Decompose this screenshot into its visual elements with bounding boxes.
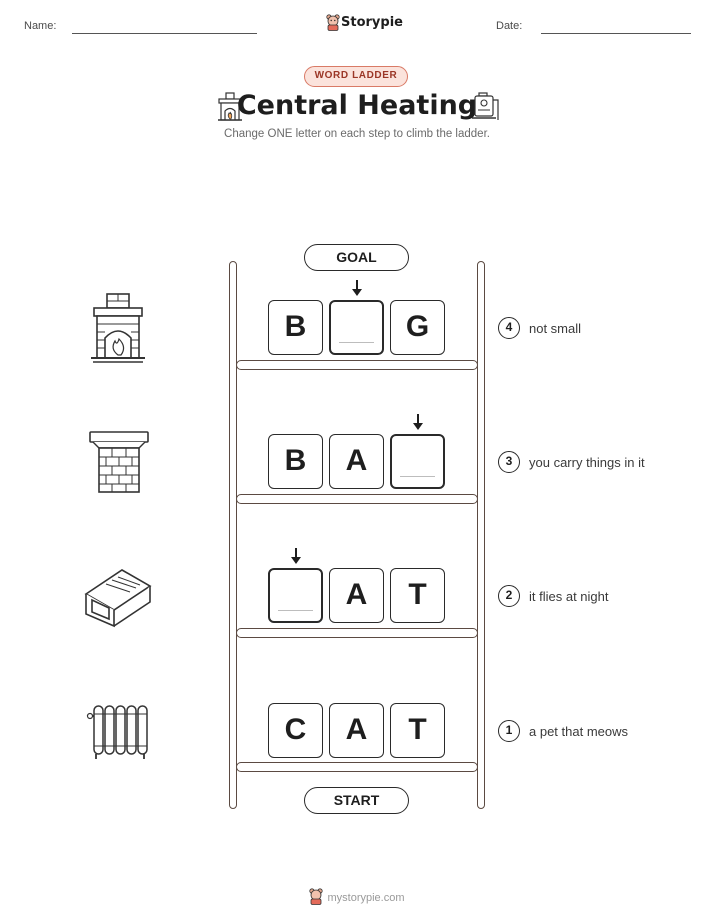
step-number: 3 (498, 451, 520, 473)
letter-tile: G (390, 300, 445, 355)
ladder-rung (236, 494, 478, 504)
arrow-down-icon (352, 280, 362, 296)
ladder-rail-left (229, 261, 237, 809)
goal-label: GOAL (304, 244, 409, 271)
ladder-rail-right (477, 261, 485, 809)
answer-line (400, 476, 435, 477)
step-number: 2 (498, 585, 520, 607)
radiator-icon (86, 705, 148, 759)
ladder-rung (236, 762, 478, 772)
letter-tile: A (329, 568, 384, 623)
ladder-rung (236, 628, 478, 638)
boiler-icon (472, 92, 499, 120)
footer-url[interactable]: mystorypie.com (327, 892, 405, 904)
blank-letter-tile[interactable] (329, 300, 384, 355)
letter-tile: T (390, 703, 445, 758)
clue-text: a pet that meows (529, 724, 628, 739)
brand-logo: Storypie (326, 14, 403, 32)
step-number: 4 (498, 317, 520, 339)
footer: mystorypie.com (0, 888, 714, 905)
duct-icon (84, 569, 152, 628)
clue-text: not small (529, 321, 582, 336)
answer-line (339, 342, 374, 343)
date-label: Date: (496, 20, 523, 32)
arrow-down-icon (413, 414, 423, 430)
step-number: 1 (498, 720, 520, 742)
start-label: START (304, 787, 409, 814)
bear-logo-icon (309, 888, 324, 905)
clue-text: it flies at night (529, 589, 609, 604)
answer-line (278, 610, 313, 611)
letter-tile: A (329, 434, 384, 489)
instructions: Change ONE letter on each step to climb … (224, 128, 490, 140)
bear-logo-icon (326, 14, 340, 31)
letter-tile: A (329, 703, 384, 758)
fireplace-icon (218, 92, 242, 121)
chimney-icon (89, 431, 149, 493)
arrow-down-icon (291, 548, 301, 564)
page-title: Central Heating (236, 90, 478, 121)
clue-text: you carry things in it (529, 455, 645, 470)
name-line[interactable] (72, 33, 257, 34)
fireplace-icon (91, 293, 145, 363)
name-label: Name: (24, 20, 57, 32)
blank-letter-tile[interactable] (268, 568, 323, 623)
letter-tile: T (390, 568, 445, 623)
letter-tile: B (268, 434, 323, 489)
date-line[interactable] (541, 33, 691, 34)
activity-badge: WORD LADDER (304, 66, 408, 87)
letter-tile: B (268, 300, 323, 355)
blank-letter-tile[interactable] (390, 434, 445, 489)
letter-tile: C (268, 703, 323, 758)
ladder-rung (236, 360, 478, 370)
brand-name: Storypie (341, 15, 403, 30)
